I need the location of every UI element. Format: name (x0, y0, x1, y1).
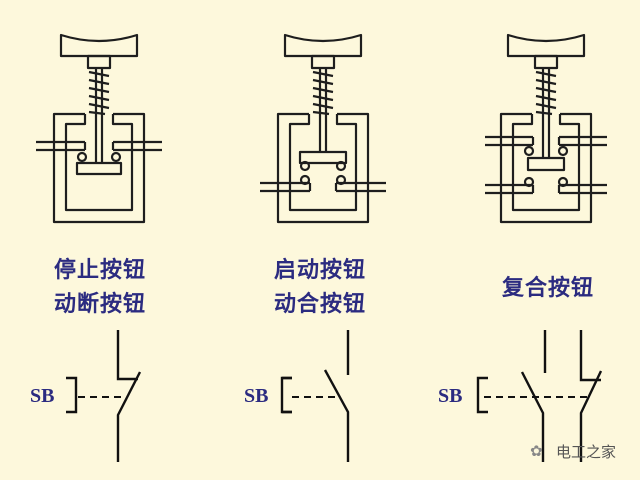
nc-switch-symbol (66, 330, 142, 462)
no-switch-symbol (280, 330, 350, 462)
watermark-text: 电工之家 (556, 443, 617, 461)
stop-button-label-1: 停止按钮 (53, 258, 146, 283)
sb-label-3: SB (438, 385, 463, 407)
wechat-icon: ✿ (530, 442, 543, 460)
compound-switch-symbol (476, 330, 603, 462)
stop-button-label-2: 动断按钮 (53, 292, 146, 317)
start-button-label-2: 动合按钮 (273, 292, 366, 317)
compound-button-device (485, 33, 607, 224)
stop-button-device (36, 33, 162, 224)
compound-button-label: 复合按钮 (501, 276, 594, 301)
start-button-device (260, 33, 386, 224)
sb-label-2: SB (244, 385, 269, 407)
sb-label-1: SB (30, 385, 55, 407)
start-button-label-1: 启动按钮 (273, 258, 366, 283)
